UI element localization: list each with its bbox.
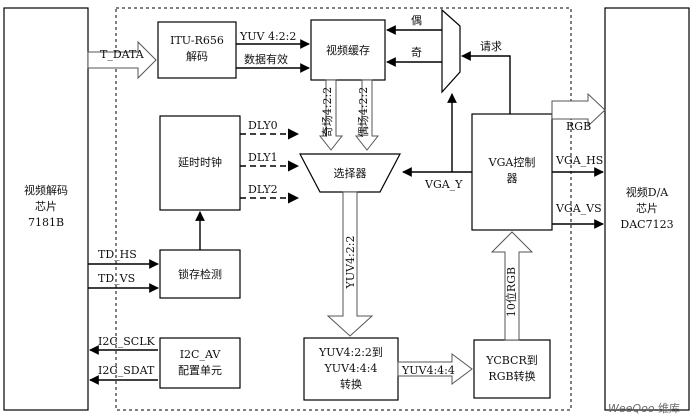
- ycbcr-convert-line2: RGB转换: [488, 369, 535, 383]
- i2c-config-block: I2C_AV 配置单元: [159, 337, 241, 389]
- watermark-brand: WeeQoo: [608, 402, 655, 415]
- odd-field-fat-arrow: 奇场4:2:2: [318, 79, 344, 151]
- dac-chip-line3: DAC7123: [620, 218, 673, 231]
- ycbcr-convert-block: YCBCR到 RGB转换: [473, 339, 551, 399]
- i2c-config-line2: 配置单元: [178, 364, 222, 377]
- video-decoder-chip: 视频解码 芯片 7181B: [3, 7, 89, 411]
- yuv-convert-line2: YUV4:4:4: [324, 362, 378, 375]
- decoder-chip-line1: 视频解码: [24, 183, 68, 197]
- dac-chip-line1: 视频D/A: [626, 185, 670, 199]
- itu-line1: ITU-R656: [170, 34, 224, 47]
- i2c-config-line1: I2C_AV: [180, 348, 222, 361]
- decoder-chip-line3: 7181B: [28, 216, 64, 229]
- yuv422-vertical-label: YUV4:2:2: [344, 236, 357, 290]
- selector-label: 选择器: [334, 166, 367, 180]
- rgb-label: RGB: [566, 120, 591, 133]
- yuv444-fat-arrow: YUV4:4:4: [397, 353, 473, 385]
- yuv-convert-block: YUV4:2:2到 YUV4:4:4 转换: [303, 337, 399, 401]
- even-field-fat-arrow: 偶场4:2:2: [354, 79, 380, 151]
- watermark-suffix: 维库: [658, 402, 680, 415]
- ycbcr-convert-line1: YCBCR到: [485, 354, 537, 367]
- data-valid-label: 数据有效: [244, 52, 288, 66]
- t-data-label: T_DATA: [100, 48, 145, 61]
- yuv444-label: YUV4:4:4: [401, 364, 455, 377]
- i2c-sdat-label: I2C_SDAT: [98, 364, 155, 377]
- odd-label: 奇: [411, 46, 422, 59]
- yuv-convert-line1: YUV4:2:2到: [318, 346, 383, 359]
- request-arrow: [461, 51, 511, 114]
- vga-vs-label: VGA_VS: [555, 202, 602, 215]
- latch-detect-block: 锁存检测: [159, 249, 241, 299]
- weeqoo-watermark: WeeQoo 维库: [608, 402, 680, 415]
- td-vs-label: TD_VS: [98, 272, 135, 285]
- delay-clock-label: 延时时钟: [178, 155, 222, 169]
- dly2-label: DLY2: [248, 183, 278, 196]
- rgb-10bit-fat-arrow: 10位RGB: [490, 231, 534, 341]
- delay-clock-block: 延时时钟: [159, 115, 241, 211]
- t-data-arrow: T_DATA: [87, 40, 157, 80]
- dac-chip-line2: 芯片: [636, 201, 658, 215]
- dly1-label: DLY1: [248, 151, 278, 164]
- vga-controller-block: VGA控制 器: [471, 113, 553, 231]
- odd-field-label: 奇场4:2:2: [320, 87, 334, 137]
- yuv422-vertical-fat-arrow: YUV4:2:2: [326, 191, 374, 337]
- video-buffer-label: 视频缓存: [326, 43, 370, 57]
- td-hs-label: TD_HS: [98, 248, 137, 261]
- itu-line2: 解码: [186, 49, 208, 63]
- i2c-sclk-label: I2C_SCLK: [98, 335, 156, 348]
- vga-y-label: VGA_Y: [424, 178, 463, 191]
- decoder-chip-line2: 芯片: [35, 199, 57, 213]
- yuv-convert-line3: 转换: [340, 377, 362, 391]
- rgb-fat-arrow: RGB: [551, 92, 606, 133]
- latch-detect-label: 锁存检测: [178, 267, 222, 281]
- request-label: 请求: [480, 40, 502, 53]
- yuv422-top-label: YUV 4:2:2: [239, 30, 296, 43]
- vga-controller-line2: 器: [507, 172, 518, 185]
- video-dac-chip: 视频D/A 芯片 DAC7123: [604, 7, 690, 411]
- selector-block: 选择器: [299, 153, 401, 193]
- even-field-label: 偶场4:2:2: [356, 87, 370, 137]
- itu-decoder-block: ITU-R656 解码: [157, 21, 237, 79]
- vga-controller-line1: VGA控制: [488, 155, 536, 169]
- fpga-boundary: [115, 7, 572, 411]
- even-label: 偶: [411, 14, 422, 27]
- vga-hs-label: VGA_HS: [555, 154, 603, 167]
- even-odd-mux: [441, 8, 461, 94]
- video-buffer-block: 视频缓存: [310, 19, 386, 81]
- dly0-label: DLY0: [248, 119, 278, 132]
- rgb-10bit-label: 10位RGB: [504, 267, 518, 317]
